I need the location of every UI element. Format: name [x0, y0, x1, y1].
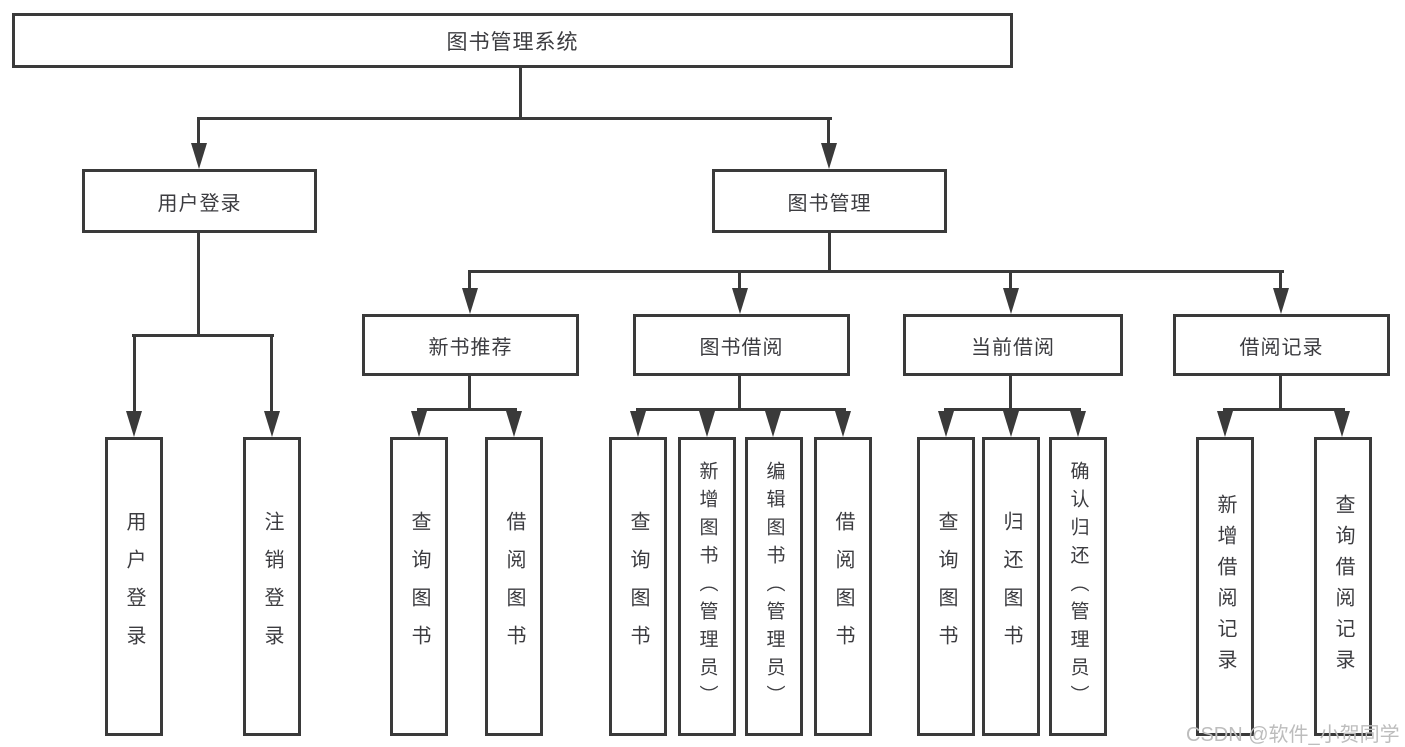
connector-line [1223, 408, 1345, 411]
connector-line [468, 270, 1284, 273]
node-library-system: 图书管理系统 [12, 13, 1013, 68]
arrow-down-icon [835, 411, 851, 437]
leaf-label: 确认归还（管理员） [1067, 460, 1089, 713]
leaf-label: 借阅图书 [832, 510, 854, 663]
connector-line [197, 117, 832, 120]
leaf-user-login: 用户登录 [105, 437, 163, 736]
connector-line [519, 68, 522, 118]
arrow-down-icon [1070, 411, 1086, 437]
leaf-label: 归还图书 [1000, 510, 1022, 663]
leaf-label: 用户登录 [123, 510, 145, 663]
connector-line [636, 408, 846, 411]
connector-line [133, 334, 136, 414]
arrow-down-icon [1334, 411, 1350, 437]
leaf-query-book-borrow: 查询图书 [609, 437, 667, 736]
connector-line [738, 376, 741, 410]
arrow-down-icon [938, 411, 954, 437]
leaf-label: 新增借阅记录 [1214, 493, 1236, 680]
leaf-query-borrow-record: 查询借阅记录 [1314, 437, 1372, 736]
arrow-down-icon [699, 411, 715, 437]
leaf-add-borrow-record: 新增借阅记录 [1196, 437, 1254, 736]
leaf-label: 借阅图书 [503, 510, 525, 663]
leaf-label: 注销登录 [261, 510, 283, 663]
node-new-book-recommend: 新书推荐 [362, 314, 579, 376]
leaf-label: 查询图书 [935, 510, 957, 663]
leaf-label: 查询图书 [627, 510, 649, 663]
connector-line [270, 334, 273, 414]
leaf-label: 编辑图书（管理员） [763, 460, 785, 713]
connector-line [468, 376, 471, 410]
arrow-down-icon [1273, 288, 1289, 314]
arrow-down-icon [411, 411, 427, 437]
leaf-borrow-book-recommend: 借阅图书 [485, 437, 543, 736]
node-borrow-record: 借阅记录 [1173, 314, 1390, 376]
leaf-return-book: 归还图书 [982, 437, 1040, 736]
node-user-login: 用户登录 [82, 169, 317, 233]
arrow-down-icon [1217, 411, 1233, 437]
leaf-edit-book-admin: 编辑图书（管理员） [745, 437, 803, 736]
connector-line [828, 233, 831, 272]
connector-line [197, 117, 200, 147]
leaf-query-book-recommend: 查询图书 [390, 437, 448, 736]
arrow-down-icon [191, 143, 207, 169]
node-current-borrow: 当前借阅 [903, 314, 1123, 376]
leaf-query-book-current: 查询图书 [917, 437, 975, 736]
csdn-watermark: CSDN @软件_小贺同学 [1186, 724, 1400, 746]
connector-line [1279, 270, 1282, 292]
arrow-down-icon [264, 411, 280, 437]
leaf-label: 查询图书 [408, 510, 430, 663]
connector-line [132, 334, 274, 337]
arrow-down-icon [462, 288, 478, 314]
connector-line [1279, 376, 1282, 410]
leaf-confirm-return-admin: 确认归还（管理员） [1049, 437, 1107, 736]
arrow-down-icon [821, 143, 837, 169]
arrow-down-icon [1003, 288, 1019, 314]
connector-line [827, 117, 830, 147]
leaf-label: 新增图书（管理员） [696, 460, 718, 713]
connector-line [197, 233, 200, 335]
leaf-label: 查询借阅记录 [1332, 493, 1354, 680]
connector-line [944, 408, 1081, 411]
connector-line [1009, 376, 1012, 410]
connector-line [468, 270, 471, 292]
node-book-borrow: 图书借阅 [633, 314, 850, 376]
connector-line [1009, 270, 1012, 292]
leaf-add-book-admin: 新增图书（管理员） [678, 437, 736, 736]
arrow-down-icon [630, 411, 646, 437]
connector-line [417, 408, 517, 411]
leaf-borrow-book: 借阅图书 [814, 437, 872, 736]
arrow-down-icon [1003, 411, 1019, 437]
arrow-down-icon [732, 288, 748, 314]
connector-line [738, 270, 741, 292]
leaf-logout-login: 注销登录 [243, 437, 301, 736]
arrow-down-icon [765, 411, 781, 437]
arrow-down-icon [506, 411, 522, 437]
arrow-down-icon [126, 411, 142, 437]
node-book-management: 图书管理 [712, 169, 947, 233]
